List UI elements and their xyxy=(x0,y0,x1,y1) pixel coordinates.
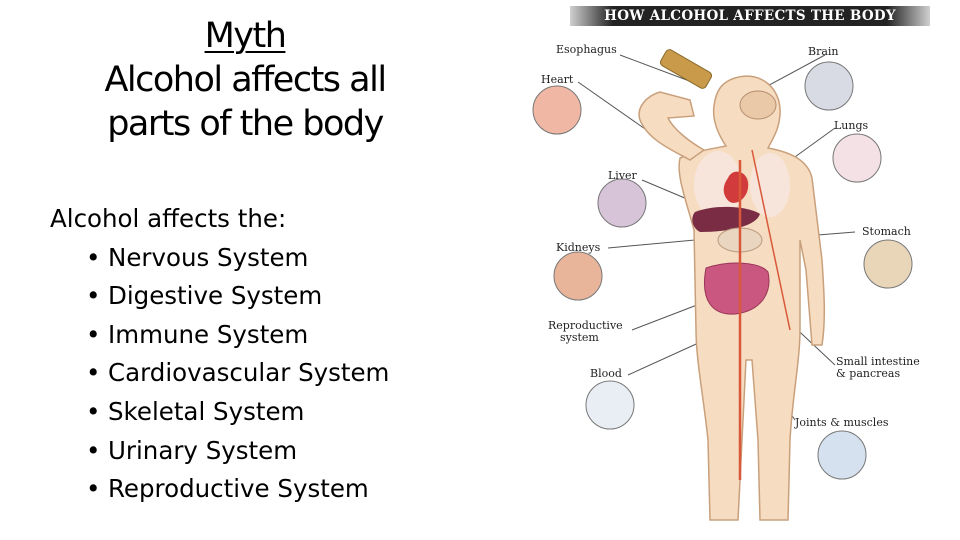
bullet: • xyxy=(86,319,101,349)
brain-organ xyxy=(739,90,777,120)
vessel-right xyxy=(751,149,791,331)
leader-blood xyxy=(627,339,706,376)
title-line-2: Alcohol affects all xyxy=(104,60,387,100)
title-line-3: parts of the body xyxy=(107,104,384,144)
system-list: •Nervous System •Digestive System •Immun… xyxy=(50,239,389,509)
list-item: •Urinary System xyxy=(86,432,389,471)
raised-arm xyxy=(638,91,706,161)
label-brain: Brain xyxy=(808,45,839,58)
bullet: • xyxy=(86,358,101,388)
list-item: •Skeletal System xyxy=(86,393,389,432)
list-item: •Digestive System xyxy=(86,277,389,316)
brain-inset xyxy=(804,61,854,111)
list-item: •Reproductive System xyxy=(86,470,389,509)
kidneys-inset xyxy=(553,251,603,301)
liver-inset xyxy=(597,178,647,228)
intro-text: Alcohol affects the: xyxy=(50,204,287,233)
inset-circles xyxy=(532,61,913,480)
bullet: • xyxy=(86,435,101,465)
bottle xyxy=(659,49,713,89)
label-small-intestine-2: & pancreas xyxy=(836,367,901,380)
blood-inset xyxy=(585,380,635,430)
stomach-inset xyxy=(863,239,913,289)
heart-organ xyxy=(723,171,749,203)
figure-banner: HOW ALCOHOL AFFECTS THE BODY xyxy=(570,6,930,26)
label-reproductive-2: system xyxy=(560,331,599,344)
label-small-intestine: Small intestine xyxy=(836,355,920,368)
label-reproductive: Reproductive xyxy=(548,319,623,332)
label-liver: Liver xyxy=(608,169,637,182)
list-item-text: Digestive System xyxy=(108,281,323,311)
slide-title: Myth Alcohol affects all parts of the bo… xyxy=(60,14,430,146)
figure-banner-text: HOW ALCOHOL AFFECTS THE BODY xyxy=(604,8,896,24)
list-item-text: Nervous System xyxy=(108,242,309,272)
label-heart: Heart xyxy=(541,73,574,86)
label-kidneys: Kidneys xyxy=(556,241,601,254)
list-item-text: Reproductive System xyxy=(108,474,369,504)
joints-inset xyxy=(817,430,867,480)
list-item: •Cardiovascular System xyxy=(86,354,389,393)
list-item: •Nervous System xyxy=(86,239,389,278)
label-stomach: Stomach xyxy=(862,225,911,238)
label-joints: Joints & muscles xyxy=(795,416,889,429)
bullet: • xyxy=(86,281,101,311)
list-item-text: Urinary System xyxy=(108,435,298,465)
title-myth: Myth xyxy=(204,16,287,56)
label-blood: Blood xyxy=(590,367,622,380)
lungs-inset xyxy=(832,133,882,183)
bullet: • xyxy=(86,474,101,504)
heart-inset xyxy=(532,85,582,135)
bullet: • xyxy=(86,242,101,272)
body-illustration xyxy=(532,49,913,521)
list-item-text: Immune System xyxy=(108,319,309,349)
label-esophagus: Esophagus xyxy=(556,43,617,56)
list-item: •Immune System xyxy=(86,316,389,355)
list-item-text: Cardiovascular System xyxy=(108,358,390,388)
right-lung xyxy=(750,153,790,217)
bullet: • xyxy=(86,396,101,426)
body-text: Alcohol affects the: •Nervous System •Di… xyxy=(50,200,389,509)
leader-kidneys xyxy=(607,239,696,249)
leader-brain xyxy=(759,54,826,91)
liver-organ xyxy=(692,206,760,232)
intestine-organ xyxy=(704,262,770,315)
list-item-text: Skeletal System xyxy=(108,396,305,426)
organs xyxy=(692,90,791,480)
label-lungs: Lungs xyxy=(834,119,869,132)
